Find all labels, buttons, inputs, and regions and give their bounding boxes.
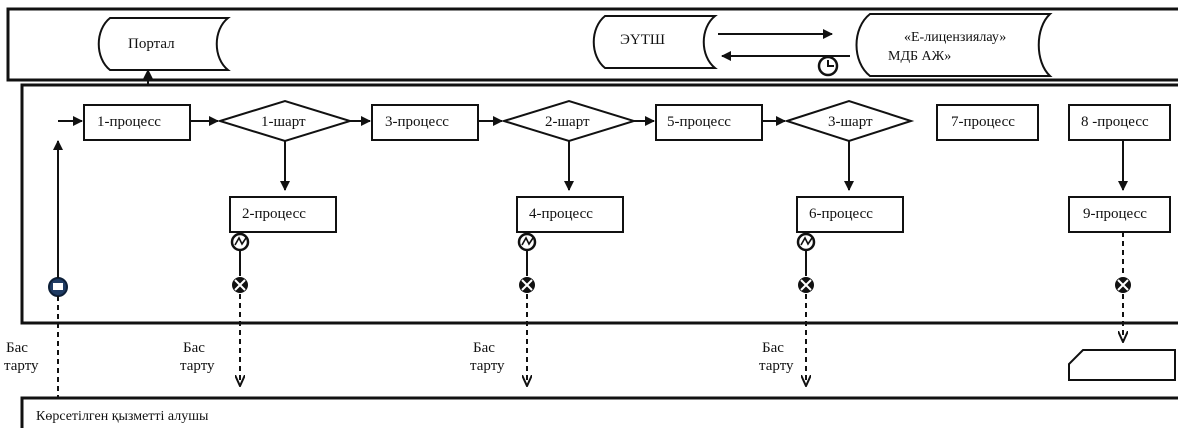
signal-icon xyxy=(517,232,537,252)
refusal-label-line1: Бас xyxy=(6,340,28,356)
refusal-label-line1: Бас xyxy=(762,340,784,356)
portal-storage: Портал xyxy=(97,17,231,71)
process-1: 1-процесс xyxy=(83,104,191,141)
process-6-label: 6-процесс xyxy=(809,206,873,222)
lane-bottom xyxy=(20,396,1178,428)
condition-2: 2-шарт xyxy=(500,99,638,143)
process-1-label: 1-процесс xyxy=(97,114,161,130)
portal-label: Портал xyxy=(128,36,175,52)
process-4: 4-процесс xyxy=(516,196,624,233)
process-9: 9-процесс xyxy=(1068,196,1171,233)
condition-2-label: 2-шарт xyxy=(545,114,590,130)
process-9-label: 9-процесс xyxy=(1083,206,1147,222)
condition-3-label: 3-шарт xyxy=(828,114,873,130)
refusal-label-line2: тарту xyxy=(759,358,794,374)
timer-icon xyxy=(817,55,839,77)
signal-icon xyxy=(230,232,250,252)
process-6: 6-процесс xyxy=(796,196,904,233)
process-7-label: 7-процесс xyxy=(951,114,1015,130)
elicensing-label-line1: «Е-лицензиялау» xyxy=(904,30,1006,45)
condition-1-label: 1-шарт xyxy=(261,114,306,130)
terminate-icon xyxy=(232,277,248,293)
process-5: 5-процесс xyxy=(655,104,763,141)
process-4-label: 4-процесс xyxy=(529,206,593,222)
process-2-label: 2-процесс xyxy=(242,206,306,222)
process-8-label: 8 -процесс xyxy=(1081,114,1149,130)
condition-3: 3-шарт xyxy=(783,99,915,143)
elicensing-label-line2: МДБ АЖ» xyxy=(888,49,951,64)
terminate-icon xyxy=(1115,277,1131,293)
eutsh-label: ЭҮТШ xyxy=(620,32,665,48)
process-5-label: 5-процесс xyxy=(667,114,731,130)
refusal-label-line2: тарту xyxy=(180,358,215,374)
process-7: 7-процесс xyxy=(936,104,1039,141)
result-document xyxy=(1068,349,1176,381)
refusal-label-line1: Бас xyxy=(473,340,495,356)
elicensing-storage: «Е-лицензиялау» МДБ АЖ» xyxy=(855,13,1053,77)
terminate-icon xyxy=(519,277,535,293)
computer-icon xyxy=(48,277,68,297)
terminate-icon xyxy=(798,277,814,293)
process-3-label: 3-процесс xyxy=(385,114,449,130)
eutsh-storage: ЭҮТШ xyxy=(592,15,718,69)
process-8: 8 -процесс xyxy=(1068,104,1171,141)
refusal-label-line1: Бас xyxy=(183,340,205,356)
process-2: 2-процесс xyxy=(229,196,337,233)
bottom-lane-label: Көрсетілген қызметті алушы xyxy=(36,409,209,424)
process-3: 3-процесс xyxy=(371,104,479,141)
refusal-label-line2: тарту xyxy=(4,358,39,374)
refusal-label-line2: тарту xyxy=(470,358,505,374)
condition-1: 1-шарт xyxy=(216,99,354,143)
signal-icon xyxy=(796,232,816,252)
